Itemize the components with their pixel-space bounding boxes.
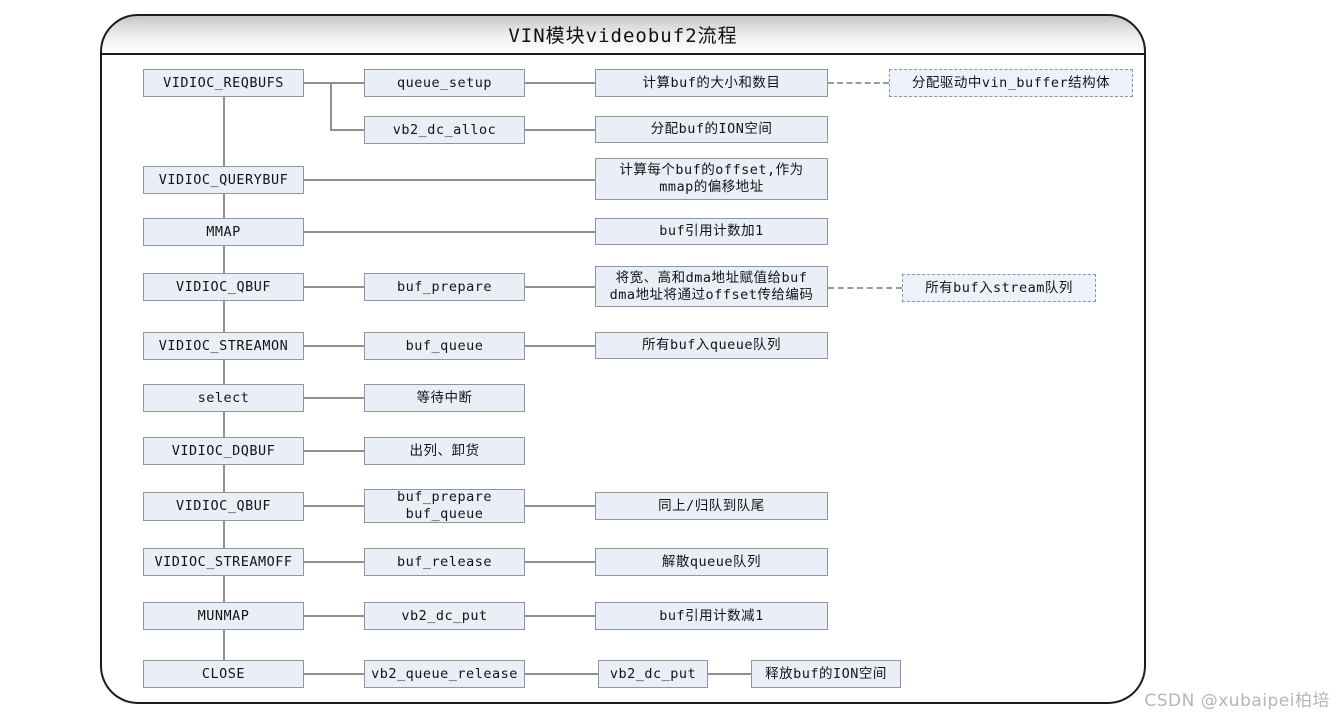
node-vb2-dc-put: vb2_dc_put — [364, 602, 525, 630]
node-vb2-dc-put-2: vb2_dc_put — [598, 660, 708, 688]
node-vidioc-querybuf: VIDIOC_QUERYBUF — [143, 166, 304, 194]
connector-line — [304, 615, 364, 617]
connector-line — [223, 97, 225, 660]
connector-line — [525, 345, 595, 347]
connector-line — [525, 129, 595, 131]
node-requeue-tail: 同上/归队到队尾 — [595, 492, 828, 520]
connector-line — [304, 82, 364, 84]
connector-line — [525, 673, 598, 675]
node-stream-queue: 所有buf入stream队列 — [902, 274, 1096, 302]
node-alloc-ion-space: 分配buf的ION空间 — [595, 116, 828, 143]
node-alloc-vin-buffer-struct: 分配驱动中vin_buffer结构体 — [889, 69, 1133, 97]
connector-line — [525, 615, 595, 617]
connector-line — [525, 286, 595, 288]
connector-line — [525, 505, 595, 507]
node-vidioc-dqbuf: VIDIOC_DQBUF — [143, 437, 304, 465]
node-vidioc-qbuf-2: VIDIOC_QBUF — [143, 492, 304, 521]
connector-dashed-line — [828, 287, 902, 289]
node-select: select — [143, 384, 304, 412]
connector-line — [330, 129, 364, 131]
connector-line — [525, 561, 595, 563]
connector-line — [304, 179, 595, 181]
node-disband-queue: 解散queue队列 — [595, 548, 828, 576]
connector-line — [304, 505, 364, 507]
connector-line — [304, 286, 364, 288]
diagram-title-bar: VIN模块videobuf2流程 — [100, 14, 1146, 55]
node-vb2-queue-release: vb2_queue_release — [364, 660, 525, 688]
connector-line — [708, 673, 751, 675]
node-vidioc-qbuf: VIDIOC_QBUF — [143, 273, 304, 301]
node-close: CLOSE — [143, 660, 304, 688]
node-buf-release: buf_release — [364, 548, 525, 576]
node-vidioc-streamon: VIDIOC_STREAMON — [143, 332, 304, 360]
node-buf-prepare: buf_prepare — [364, 273, 525, 301]
node-vidioc-reqbufs: VIDIOC_REQBUFS — [143, 69, 304, 97]
node-all-buf-queue: 所有buf入queue队列 — [595, 332, 828, 359]
node-dequeue-unload: 出列、卸货 — [364, 437, 525, 465]
node-mmap: MMAP — [143, 218, 304, 246]
node-buf-queue: buf_queue — [364, 332, 525, 360]
node-free-ion-space: 释放buf的ION空间 — [751, 660, 901, 688]
node-vb2-dc-alloc: vb2_dc_alloc — [364, 116, 525, 144]
node-queue-setup: queue_setup — [364, 69, 525, 97]
connector-line — [525, 82, 595, 84]
connector-line — [304, 345, 364, 347]
diagram-title: VIN模块videobuf2流程 — [508, 25, 738, 47]
connector-line — [304, 450, 364, 452]
node-refcount-inc: buf引用计数加1 — [595, 218, 828, 245]
node-vidioc-streamoff: VIDIOC_STREAMOFF — [143, 548, 304, 576]
node-munmap: MUNMAP — [143, 602, 304, 630]
node-wait-interrupt: 等待中断 — [364, 384, 525, 412]
node-calc-buf-size: 计算buf的大小和数目 — [595, 69, 828, 97]
connector-line — [304, 231, 595, 233]
connector-dashed-line — [828, 82, 889, 84]
node-calc-offset: 计算每个buf的offset,作为 mmap的偏移地址 — [595, 158, 828, 200]
node-refcount-dec: buf引用计数减1 — [595, 602, 828, 630]
csdn-watermark: CSDN @xubaipei柏培 — [1144, 691, 1330, 711]
node-assign-dma: 将宽、高和dma地址赋值给buf dma地址将通过offset传给编码 — [595, 266, 828, 307]
connector-line — [304, 673, 364, 675]
node-buf-prepare-queue: buf_prepare buf_queue — [364, 489, 525, 523]
connector-line — [304, 561, 364, 563]
connector-line — [304, 397, 364, 399]
connector-line — [330, 82, 332, 130]
